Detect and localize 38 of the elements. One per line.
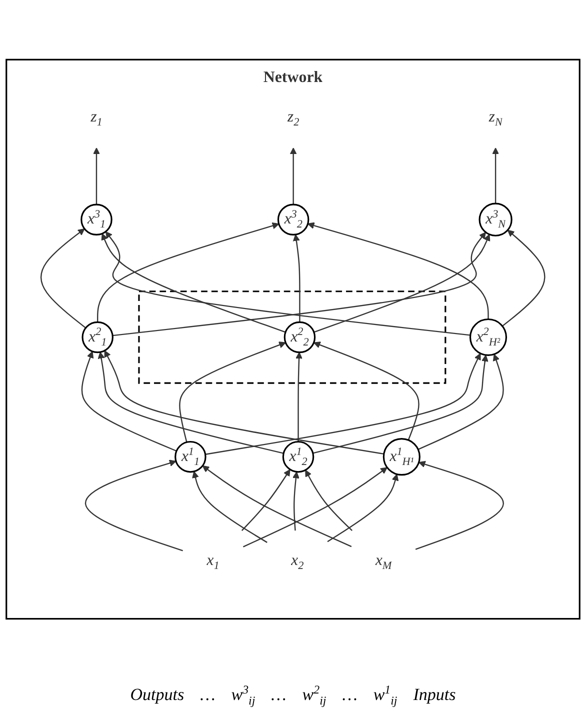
node-text: z$_{2}$ xyxy=(287,108,300,129)
arrow xyxy=(179,342,286,442)
arrow xyxy=(312,354,488,454)
arrow xyxy=(84,460,183,552)
arrow xyxy=(97,222,280,322)
arrow xyxy=(98,352,284,454)
text-label: Outputs xyxy=(130,684,184,706)
arrow xyxy=(202,465,352,548)
text-label: … xyxy=(200,684,216,706)
arrow xyxy=(292,472,300,531)
node-text: x$_{2}$ xyxy=(291,551,304,572)
arrow xyxy=(418,354,504,450)
arrow xyxy=(313,342,420,440)
arrow xyxy=(502,230,546,327)
cluster xyxy=(138,290,446,384)
arrow xyxy=(101,233,286,333)
arrow xyxy=(292,234,300,322)
arrow xyxy=(92,148,100,205)
arrow xyxy=(305,470,352,531)
arrow xyxy=(415,460,504,550)
arrow xyxy=(241,469,290,531)
arrow xyxy=(192,471,268,543)
arrow xyxy=(492,148,500,204)
node-text: x$_{1}$ xyxy=(206,551,220,572)
arrow xyxy=(296,352,303,442)
text-label: … xyxy=(342,684,358,706)
arrow xyxy=(40,228,86,328)
arrow xyxy=(81,351,177,452)
text-label: … xyxy=(271,684,286,706)
text-label: Inputs xyxy=(413,684,456,706)
arrow xyxy=(205,353,481,455)
arrow xyxy=(327,474,399,542)
arrow xyxy=(308,222,489,320)
arrow xyxy=(290,148,297,205)
arrow xyxy=(104,350,384,455)
arrow xyxy=(242,467,388,548)
arrow xyxy=(314,234,490,333)
node-text: z$_{1}$ xyxy=(90,108,102,129)
